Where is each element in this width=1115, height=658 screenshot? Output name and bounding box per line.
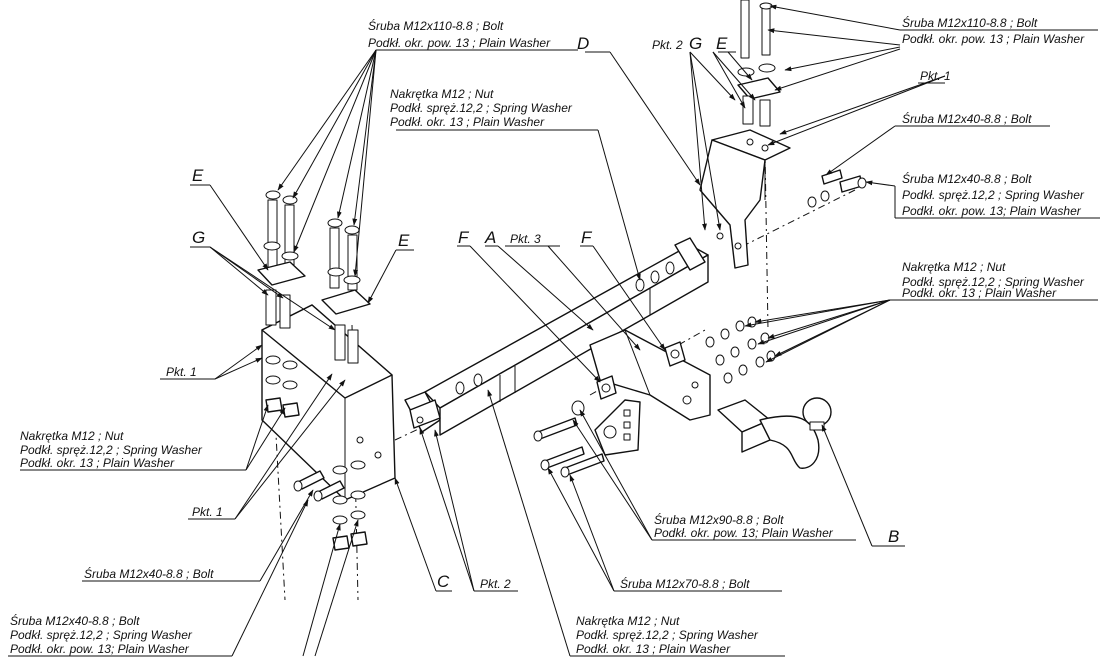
label-pkt1-left2: Pkt. 1: [192, 505, 223, 519]
part-letters: D G E E G E F A F C B: [192, 34, 899, 591]
right-bracket-d: [699, 129, 791, 269]
label-r-bolt40a: Śruba M12x40-8.8 ; Bolt: [902, 111, 1032, 126]
label-l-plain: Podkł. okr. 13 ; Plain Washer: [20, 456, 175, 470]
label-b-nut: Nakrętka M12 ; Nut: [576, 614, 680, 628]
label-bl-spring: Podkł. spręż.12,2 ; Spring Washer: [10, 628, 193, 642]
main-beam-a: [404, 237, 709, 436]
label-tl-bolt: Śruba M12x110-8.8 ; Bolt: [368, 18, 504, 33]
center-bolts: [533, 417, 605, 478]
letter-f-left: F: [458, 228, 470, 247]
label-r-spring2: Podkł. spręż.12,2 ; Spring Washer: [902, 275, 1085, 289]
letter-g-top: G: [689, 34, 702, 53]
label-r-bolt40b: Śruba M12x40-8.8 ; Bolt: [902, 171, 1032, 186]
label-m-bolt90: Śruba M12x90-8.8 ; Bolt: [654, 512, 784, 527]
letter-e-left: E: [192, 166, 204, 185]
letter-g-left: G: [192, 228, 205, 247]
letter-b: B: [888, 527, 899, 546]
label-pkt2-bottom: Pkt. 2: [480, 577, 511, 591]
label-bl-plain: Podkł. okr. pow. 13; Plain Washer: [10, 642, 190, 656]
left-bracket-c: [261, 304, 396, 501]
label-l-nut: Nakrętka M12 ; Nut: [20, 429, 124, 443]
label-bl-bolt: Śruba M12x40-8.8 ; Bolt: [84, 566, 214, 581]
label-tc-nut: Nakrętka M12 ; Nut: [390, 87, 494, 101]
letter-f-right: F: [581, 228, 593, 247]
label-tl-washer: Podkł. okr. pow. 13 ; Plain Washer: [368, 36, 551, 50]
letter-a: A: [484, 228, 496, 247]
socket-plate: [571, 399, 641, 456]
label-m-washer90: Podkł. okr. pow. 13; Plain Washer: [654, 526, 834, 540]
label-pkt3: Pkt. 3: [510, 232, 541, 246]
label-r-plain2: Podkł. okr. 13 ; Plain Washer: [902, 286, 1057, 300]
letter-c: C: [437, 572, 450, 591]
letter-d: D: [577, 34, 589, 53]
label-b-plain: Podkł. okr. 13 ; Plain Washer: [576, 642, 731, 656]
label-tr-bolt: Śruba M12x110-8.8 ; Bolt: [902, 15, 1038, 30]
ball-hitch-b: [717, 397, 832, 469]
label-r-plain: Podkł. okr. pow. 13; Plain Washer: [902, 204, 1082, 218]
letter-e-mid: E: [398, 231, 410, 250]
right-top-bolts: [737, 0, 867, 193]
label-bl-bolt2: Śruba M12x40-8.8 ; Bolt: [10, 613, 140, 628]
label-b-spring: Podkł. spręż.12,2 ; Spring Washer: [576, 628, 759, 642]
label-tc-spring: Podkł. spręż.12,2 ; Spring Washer: [390, 101, 573, 115]
labels: Śruba M12x110-8.8 ; Bolt Podkł. okr. pow…: [10, 15, 1085, 656]
left-horizontal-bolts: [293, 470, 345, 502]
center-bracket: [589, 329, 711, 421]
label-l-spring: Podkł. spręż.12,2 ; Spring Washer: [20, 443, 203, 457]
label-tr-washer: Podkł. okr. pow. 13 ; Plain Washer: [902, 32, 1085, 46]
label-tr-pkt1: Pkt. 1: [920, 69, 951, 83]
label-m-bolt70: Śruba M12x70-8.8 ; Bolt: [620, 576, 750, 591]
label-pkt2-top: Pkt. 2: [652, 38, 683, 52]
letter-e-top: E: [716, 34, 728, 53]
left-bolts: [257, 190, 371, 364]
leader-lines: [8, 4, 1100, 657]
label-tc-plain: Podkł. okr. 13 ; Plain Washer: [390, 115, 545, 129]
label-r-spring: Podkł. spręż.12,2 ; Spring Washer: [902, 188, 1085, 202]
label-r-nut: Nakrętka M12 ; Nut: [902, 260, 1006, 274]
label-pkt1-left: Pkt. 1: [166, 365, 197, 379]
